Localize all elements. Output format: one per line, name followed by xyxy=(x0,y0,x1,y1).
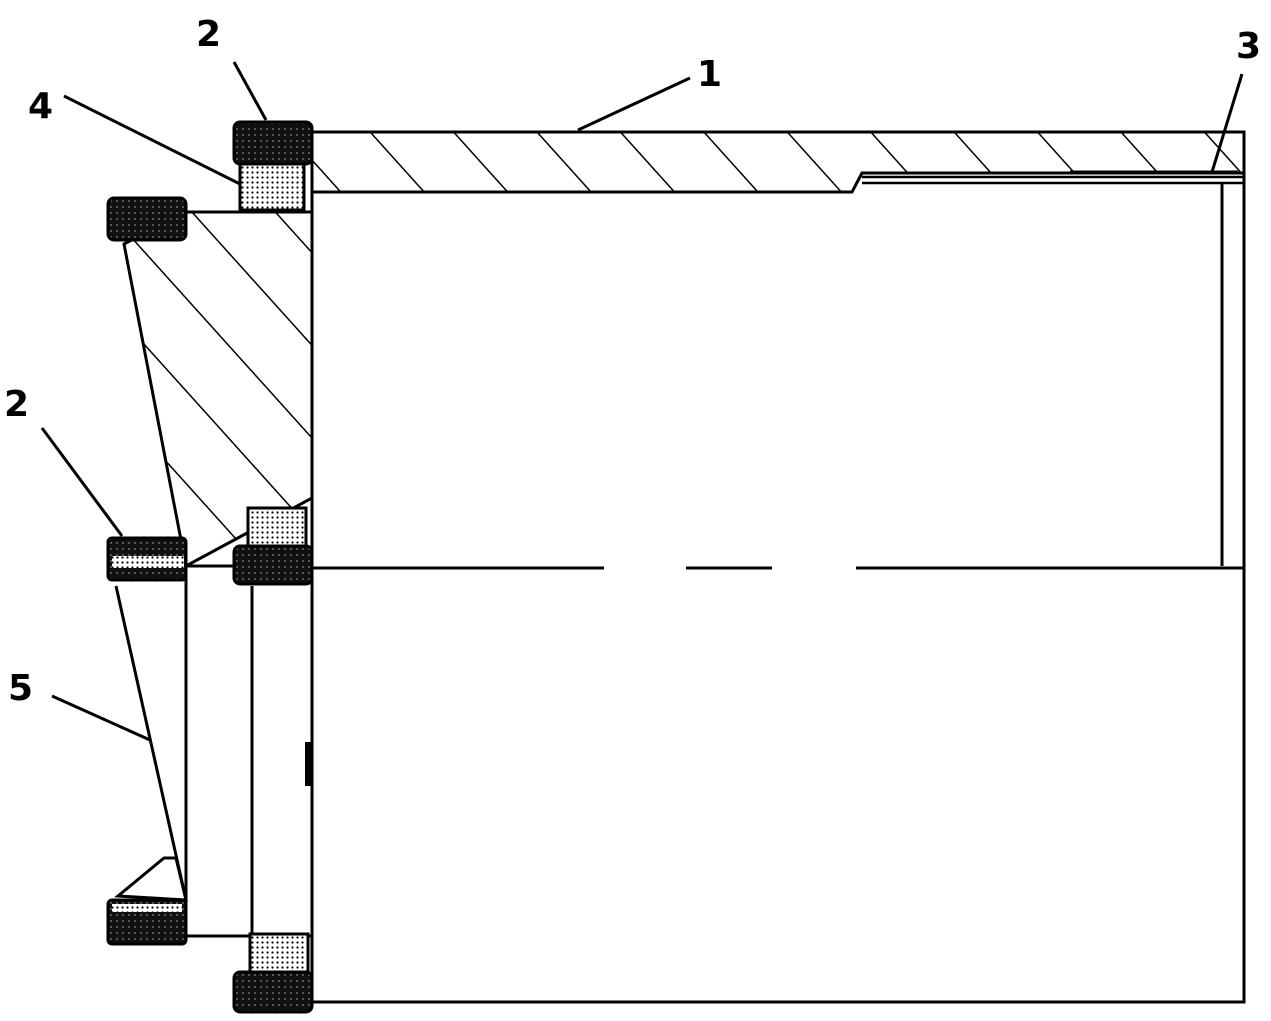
seal-ring-bottom-right xyxy=(232,970,314,1014)
part-labels: 1 2 3 4 2 5 xyxy=(4,14,1261,709)
leader-4 xyxy=(63,94,241,186)
label-3: 3 xyxy=(1236,26,1261,67)
label-1: 1 xyxy=(697,54,722,95)
seal-rings-part-2 xyxy=(106,120,314,1014)
leader-3 xyxy=(1210,73,1244,173)
gaskets-part-4 xyxy=(238,162,310,974)
seal-ring-top xyxy=(232,120,314,166)
leader-1 xyxy=(577,76,691,132)
leader-2-top xyxy=(232,61,268,121)
leader-5 xyxy=(51,694,151,742)
seal-ring-middle-right xyxy=(232,544,314,586)
seal-ring-middle-left xyxy=(106,536,188,582)
leader-2-mid xyxy=(40,427,124,537)
label-2-top: 2 xyxy=(196,14,221,55)
shell-wall-part-1 xyxy=(310,130,1246,194)
leader-lines xyxy=(40,61,1244,742)
label-5: 5 xyxy=(8,668,33,709)
label-4: 4 xyxy=(28,86,53,127)
label-2-mid: 2 xyxy=(4,384,29,425)
seal-ring-flange-top xyxy=(106,196,188,242)
seal-ring-bottom-left xyxy=(106,898,188,946)
support-plate-part-5 xyxy=(114,564,314,938)
cylinder-body xyxy=(310,130,1246,1004)
